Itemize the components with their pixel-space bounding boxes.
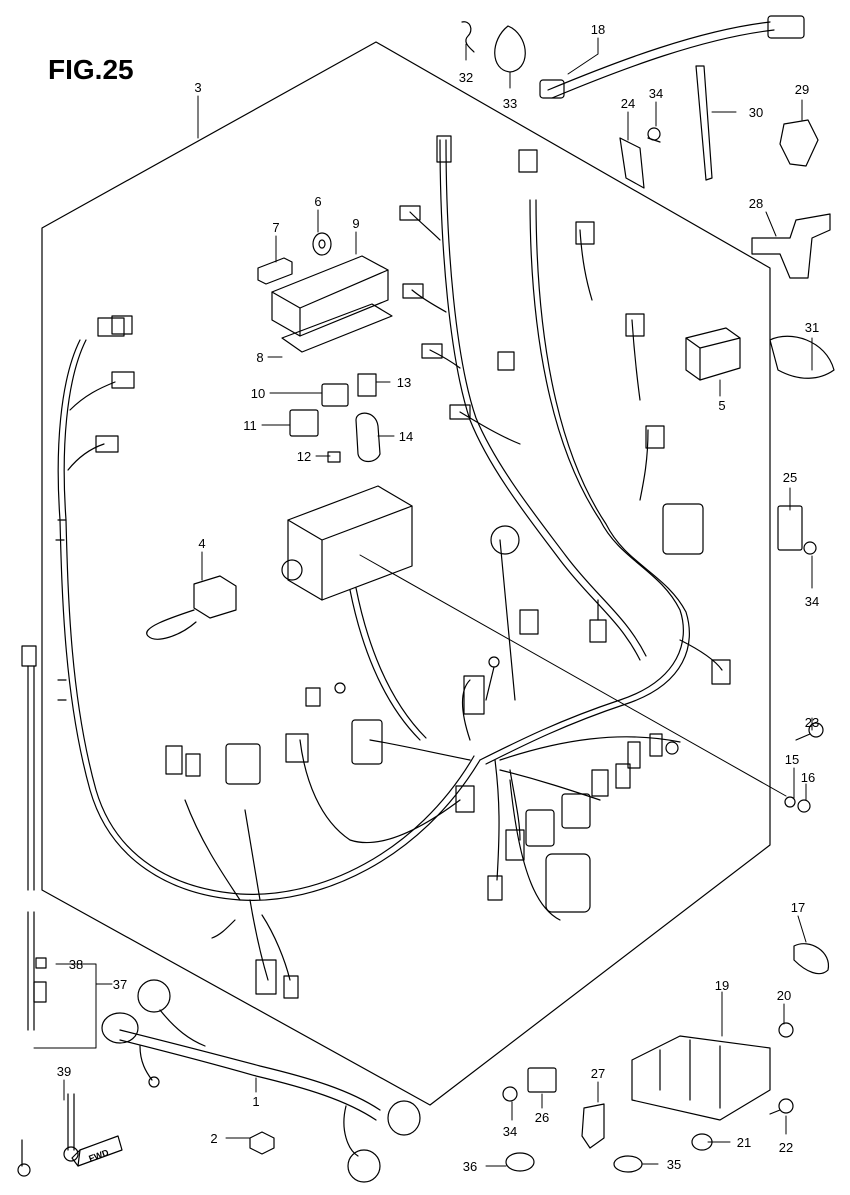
callout-16: 16 bbox=[801, 770, 815, 785]
callout-13: 13 bbox=[397, 375, 411, 390]
callout-39: 39 bbox=[57, 1064, 71, 1079]
callout-14: 14 bbox=[399, 429, 413, 444]
callout-32: 32 bbox=[459, 70, 473, 85]
callout-12: 12 bbox=[297, 449, 311, 464]
fwd-arrow-icon: FWD bbox=[71, 1135, 123, 1167]
callout-11: 11 bbox=[243, 418, 257, 433]
callout-19: 19 bbox=[715, 978, 729, 993]
callout-38: 38 bbox=[69, 957, 83, 972]
callout-35: 35 bbox=[667, 1157, 681, 1172]
callout-28: 28 bbox=[749, 196, 763, 211]
callout-3: 3 bbox=[194, 80, 201, 95]
callout-15: 15 bbox=[785, 752, 799, 767]
callout-29: 29 bbox=[795, 82, 809, 97]
callout-1: 1 bbox=[252, 1094, 259, 1109]
callout-9: 9 bbox=[352, 216, 359, 231]
callout-6: 6 bbox=[314, 194, 321, 209]
callout-23: 23 bbox=[805, 715, 819, 730]
sub-harness-1 bbox=[101, 979, 421, 1183]
callout-21: 21 bbox=[737, 1135, 751, 1150]
callout-leaders bbox=[33, 37, 813, 1167]
callout-36: 36 bbox=[463, 1159, 477, 1174]
callout-30: 30 bbox=[749, 105, 763, 120]
callout-labels: 3 6 7 9 8 10 11 12 13 14 4 5 32 33 18 24… bbox=[57, 22, 819, 1174]
callout-31: 31 bbox=[805, 320, 819, 335]
callout-27: 27 bbox=[591, 1066, 605, 1081]
callout-26: 26 bbox=[535, 1110, 549, 1125]
callout-5: 5 bbox=[718, 398, 725, 413]
callout-4: 4 bbox=[198, 536, 205, 551]
callout-24: 24 bbox=[621, 96, 635, 111]
main-wiring-harness bbox=[55, 135, 787, 999]
figure-title: FIG.25 bbox=[48, 54, 134, 85]
callout-2: 2 bbox=[210, 1131, 217, 1146]
callout-10: 10 bbox=[251, 386, 265, 401]
left-cables bbox=[17, 645, 79, 1177]
callout-34-right: 34 bbox=[805, 594, 819, 609]
relay-and-fuse-parts bbox=[146, 232, 741, 640]
harness-outline-box bbox=[41, 41, 771, 1106]
callout-18: 18 bbox=[591, 22, 605, 37]
callout-37: 37 bbox=[113, 977, 127, 992]
callout-34-bottom: 34 bbox=[503, 1124, 517, 1139]
callout-17: 17 bbox=[791, 900, 805, 915]
callout-8: 8 bbox=[256, 350, 263, 365]
callout-33: 33 bbox=[503, 96, 517, 111]
callout-20: 20 bbox=[777, 988, 791, 1003]
callout-34-top: 34 bbox=[649, 86, 663, 101]
callout-25: 25 bbox=[783, 470, 797, 485]
callout-22: 22 bbox=[779, 1140, 793, 1155]
callout-7: 7 bbox=[272, 220, 279, 235]
